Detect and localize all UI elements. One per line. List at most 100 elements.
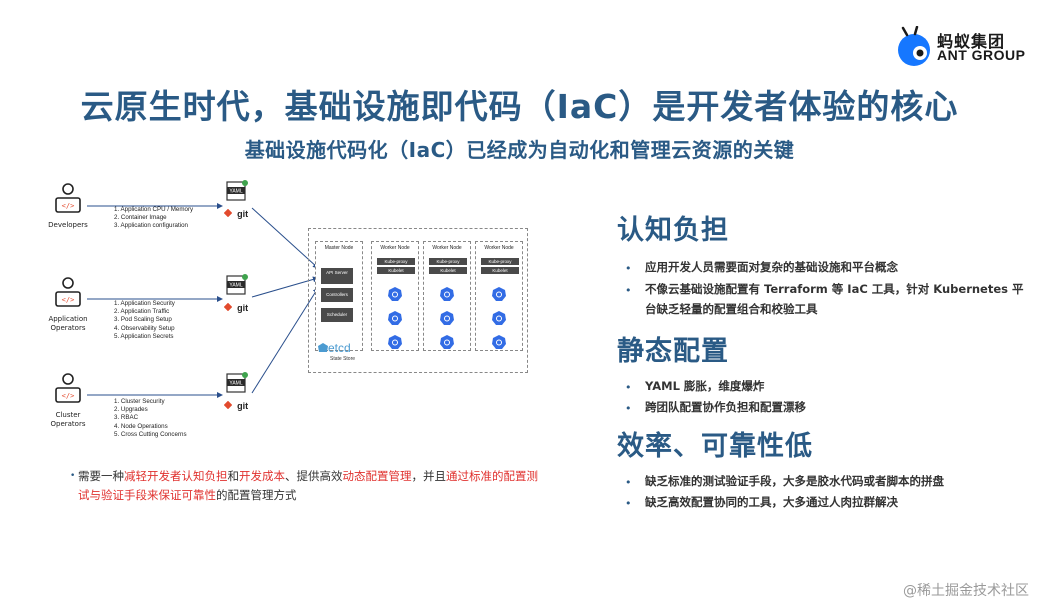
person-code-icon: </> (55, 373, 81, 403)
kubernetes-pod-icon (440, 311, 454, 325)
etcd-label: etcd (328, 341, 351, 355)
bullet-icon: • (625, 476, 632, 489)
note-part-highlight: 开发成本 (239, 469, 285, 483)
bullet-icon: • (625, 381, 632, 394)
svg-text:</>: </> (62, 392, 75, 400)
kube-proxy-box: Kube-proxy (481, 258, 519, 265)
yaml-label: YAML (229, 381, 242, 387)
kubernetes-pod-icon (388, 287, 402, 301)
controllers-box: Controllers (321, 288, 353, 302)
git-icon (223, 400, 233, 410)
node-title: Worker Node (380, 245, 410, 251)
role-label: Application Operators (48, 315, 88, 332)
git-icon (223, 302, 233, 312)
section-heading-static-config: 静态配置 (617, 336, 729, 367)
bullet-icon: • (625, 497, 632, 510)
role-application-operators: </> Application Operators (33, 277, 103, 333)
kubernetes-pod-icon (388, 311, 402, 325)
section-bullet: 不像云基础设施配置有 Terraform 等 IaC 工具，针对 Kuberne… (645, 282, 1024, 316)
watermark: @稀土掘金技术社区 (903, 583, 1029, 599)
svg-text:</>: </> (62, 202, 75, 210)
kubernetes-pod-icon (440, 287, 454, 301)
yaml-git-3: YAML git (223, 372, 264, 413)
cluster-operator-steps: 1. Cluster Security 2. Upgrades 3. RBAC … (114, 398, 187, 439)
bullet-icon: • (625, 402, 632, 415)
role-developers: </> Developers (33, 183, 103, 230)
person-code-icon: </> (55, 183, 81, 213)
worker-node: Worker Node Kube-proxy Kubelet (475, 241, 523, 351)
section-bullet: 跨团队配置协作负担和配置漂移 (645, 400, 806, 414)
logo-text-en: ANT GROUP (937, 47, 1026, 63)
k8s-cluster: Master Node API Server Controllers Sched… (308, 228, 528, 373)
yaml-label: YAML (229, 189, 242, 195)
note-part: ，并且 (411, 469, 447, 483)
summary-note: • 需要一种减轻开发者认知负担和开发成本、提供高效动态配置管理，并且通过标准的配… (70, 467, 548, 505)
node-title: Worker Node (432, 245, 462, 251)
bullet-icon: • (625, 284, 632, 297)
role-label: Developers (48, 221, 88, 229)
note-part-highlight: 动态配置管理 (342, 469, 412, 483)
bullet-icon: • (625, 262, 632, 275)
kubernetes-pod-icon (492, 335, 506, 349)
node-title: Master Node (324, 245, 354, 251)
list-item: 2. Container Image (114, 214, 167, 222)
yaml-file-icon: YAML (226, 274, 248, 295)
ant-group-logo: 蚂蚁集团 ANT GROUP (893, 24, 1028, 70)
worker-node: Worker Node Kube-proxy Kubelet (371, 241, 419, 351)
list-item: 1. Cluster Security (114, 398, 165, 405)
yaml-git-2: YAML git (223, 274, 264, 315)
person-code-icon: </> (55, 277, 81, 307)
list-item: 2. Application Traffic (114, 308, 170, 316)
list-item: 4. Observability Setup (114, 324, 175, 332)
list-item: 1. Application Security (114, 300, 175, 307)
kubelet-box: Kubelet (481, 267, 519, 274)
kube-proxy-box: Kube-proxy (429, 258, 467, 265)
slide-title: 云原生时代，基础设施即代码（IaC）是开发者体验的核心 (80, 87, 959, 126)
list-item: 5. Cross Cutting Concerns (114, 430, 187, 438)
list-item: 5. Application Secrets (114, 332, 174, 340)
note-part-highlight: 通过标准的配置测试与验证手段来保证可靠性 (78, 469, 538, 502)
section-heading-efficiency: 效率、可靠性低 (617, 431, 813, 462)
git-label: git (237, 401, 249, 411)
api-server-box: API Server (321, 268, 353, 284)
yaml-git-1: YAML git (223, 180, 264, 221)
list-item: 2. Upgrades (114, 406, 148, 414)
yaml-file-icon: YAML (226, 180, 248, 201)
node-title: Worker Node (484, 245, 514, 251)
list-item: 3. RBAC (114, 414, 139, 422)
list-item: 3. Application configuration (114, 222, 188, 230)
role-label: Cluster Operators (50, 411, 86, 428)
git-label-row: git (223, 296, 264, 315)
list-item: 1. Application CPU / Memory (114, 206, 194, 213)
kubernetes-pod-icon (492, 311, 506, 325)
ant-logo-icon (898, 26, 930, 66)
app-operator-steps: 1. Application Security 2. Application T… (114, 300, 175, 341)
section-bullet: YAML 膨胀，维度爆炸 (645, 379, 765, 393)
section-bullet: 应用开发人员需要面对复杂的基础设施和平台概念 (645, 260, 898, 274)
section-bullet: 缺乏高效配置协同的工具，大多通过人肉拉群解决 (645, 495, 898, 509)
kubelet-box: Kubelet (429, 267, 467, 274)
list-item: 4. Node Operations (114, 422, 168, 430)
kubernetes-pod-icon (388, 335, 402, 349)
section-bullet: 缺乏标准的测试验证手段，大多是胶水代码或者脚本的拼盘 (645, 474, 944, 488)
note-part: 的配置管理方式 (216, 488, 297, 502)
git-icon (223, 208, 233, 218)
master-node: Master Node API Server Controllers Sched… (315, 241, 363, 351)
kubernetes-pod-icon (492, 287, 506, 301)
section-heading-cognitive-load: 认知负担 (617, 215, 729, 246)
note-part: 、提供高效 (285, 469, 343, 483)
note-part-highlight: 减轻开发者认知负担 (124, 469, 228, 483)
kubernetes-pod-icon (440, 335, 454, 349)
bullet-icon: • (70, 471, 76, 481)
kubelet-box: Kubelet (377, 267, 415, 274)
yaml-file-icon: YAML (226, 372, 248, 393)
role-cluster-operators: </> Cluster Operators (33, 373, 103, 429)
git-label: git (237, 209, 249, 219)
slide-subtitle: 基础设施代码化（IaC）已经成为自动化和管理云资源的关键 (244, 138, 795, 162)
state-store-label: State Store (330, 356, 356, 362)
note-part: 需要一种 (78, 469, 124, 483)
git-label-row: git (223, 202, 264, 221)
scheduler-box: Scheduler (321, 308, 353, 322)
git-label-row: git (223, 394, 264, 413)
worker-node: Worker Node Kube-proxy Kubelet (423, 241, 471, 351)
